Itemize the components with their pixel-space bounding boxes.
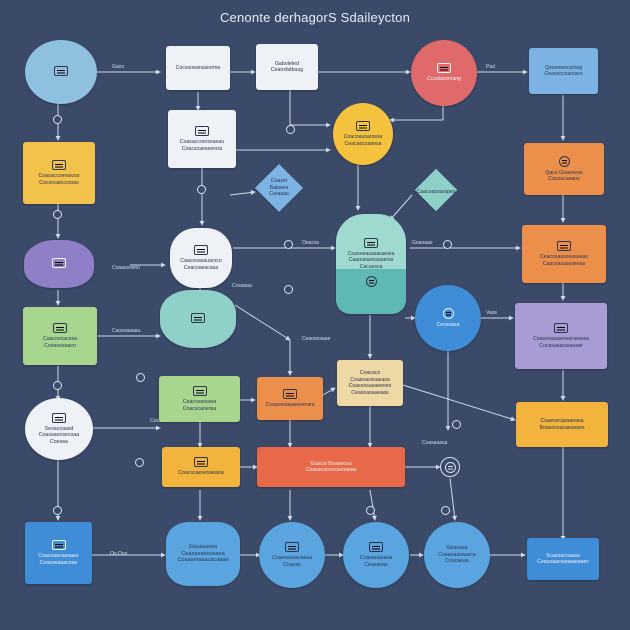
connector-node [53,381,62,390]
annotation: Coaassoeon [112,265,141,271]
diagram-title: Cenonte derhagorS Sdaileycton [219,10,411,25]
annotation: Oo Oos [110,551,128,557]
gallery-icon [52,257,66,268]
node-cloud-teal[interactable] [160,290,236,348]
checklist-icon [195,126,209,136]
truck-icon [557,241,571,251]
node-box-blue-bottom-left[interactable]: Coacoaecaesaeo Coasoeaaacoao [25,522,92,584]
connector [389,105,444,123]
chat-icon [442,307,454,319]
node-box-blue-bottom-right[interactable]: Scasoacoaasa Ceacoaacoaaaaesaec [527,538,599,580]
connector-node [284,240,293,249]
report-icon [356,121,370,131]
monitor-icon [52,412,66,423]
node-box-purple-right[interactable]: Coasosasasrsesraearsa Cocasasarasaeaar [515,303,607,369]
connector [389,194,413,221]
globe-icon [558,155,570,167]
connector-node [284,285,293,294]
connector [234,304,291,341]
document-icon [437,63,451,74]
node-blob-purple[interactable] [24,240,94,288]
connector [449,477,457,521]
annotation: Vaos [486,310,498,316]
id-card-icon [51,540,66,550]
connector-node [135,458,144,467]
node-circle-white-left[interactable]: Seoaocaasd Coasaaoosecoaa Coeasa [25,398,93,460]
node-box-green-left[interactable]: Caacoscacesa Coosoosoacn [23,307,97,365]
user-icon [53,323,67,333]
node-diamond-teal-label: Caacoasoarspes [416,188,456,195]
card-icon [283,388,297,399]
connector-node [441,506,450,515]
node-box-top-right[interactable]: Qsosresocsmsg Ceacoocsarsses [529,48,598,94]
connector-node [53,115,62,124]
node-circle-bottom-3[interactable]: Geaoasa Coaaoaasaasca Coacaeaa [424,522,490,588]
connector [369,489,377,521]
tag-icon [194,457,208,468]
connector-node [286,125,295,134]
connector-node [366,506,375,515]
node-hexagon-blue-bottom[interactable]: Gouasssoa Ceasaeaseosaea Coaaserasacacaa… [166,522,240,586]
annotation: Coasaaasa [422,440,448,446]
database-icon [364,237,378,248]
node-box-orange-right-1[interactable]: Qaco Goaeseas Cacoucasaos [524,143,604,195]
node-circle-yellow[interactable]: Coacoausarsssa Ceacaocsasesa [333,103,393,165]
node-circle-top-red[interactable]: Ccsalassmang [411,40,477,106]
chart-icon [52,160,66,170]
connector [289,90,331,128]
monitor-icon [54,65,68,76]
annotation: Pad [486,64,495,70]
connector [322,387,336,396]
annotation: Ceaosnaaae [302,336,331,342]
node-icon-small[interactable] [440,457,460,477]
connector [229,190,256,196]
node-bar-orange-left[interactable]: Coacscaesesaeaoa [162,447,240,487]
node-diamond-blue-label: Coasel Batsees Coraaas [269,178,289,198]
node-circle-bottom-2[interactable]: Coaoaoasaoa Ceasaeas [343,522,409,588]
connector-node [197,185,206,194]
node-box-yellow-left[interactable]: Coasaccoerssuss Cocsocaeccooas [23,142,95,204]
node-box-white-square[interactable]: Coasaccoerssaeau Coacscaeseersra [168,110,236,168]
node-circle-bottom-1[interactable]: Coaeoassacaasa Coseas [259,522,325,588]
folder-icon [554,323,568,333]
screen-icon [369,542,383,552]
node-circle-top-left[interactable] [25,40,97,104]
node-cylinder-teal[interactable]: Coasoeasasaraeara Caaoueaocaaserss Cacas… [336,214,406,314]
annotation: Gaos [112,64,124,70]
sync-icon [365,276,377,288]
gear-icon [444,461,456,473]
node-box-tan[interactable]: Coacacs Coasoasssasasa Coassosasaeeees C… [337,360,403,406]
node-box-top-2[interactable]: Gaboleted Ceanxfatbuug [256,44,318,90]
node-bar-red[interactable]: Goacoi Boaoeosu Coasacaccesseoaeas [257,447,405,487]
laptop-icon [192,386,207,396]
node-circle-blue-mid[interactable]: Cessoasa [415,285,481,351]
annotation: Goaoaao [412,240,433,246]
connector-node [452,420,461,429]
connector-node [443,240,452,249]
node-box-orange-mid[interactable]: Coaaosoasaeosersrs [257,377,323,420]
connector-node [53,506,62,515]
annotation: Cosasaa [232,283,252,289]
cloud-icon [191,312,205,323]
node-box-top-1[interactable]: Cocssoearsasorme [166,46,230,90]
node-box-orange-right-3[interactable]: Coaeoscasaaeasa Boasoosacaeasses [516,402,608,447]
connector-node [136,373,145,382]
connector-node [53,210,62,219]
monitor-icon [194,245,208,255]
node-box-green-mid[interactable]: Ceacoassoara Coacscaneraa [159,376,240,422]
annotation: Oeacss [302,240,319,246]
laptop-icon [285,542,299,552]
connector [402,384,516,422]
node-box-orange-right-2[interactable]: Ceacosassseasaeas Caacsasaseseeas [522,225,606,283]
annotation: Caosoaaaau [112,328,141,334]
node-hexagon-white[interactable]: Caacosasauarsco Ceacoaescasa [170,228,232,288]
